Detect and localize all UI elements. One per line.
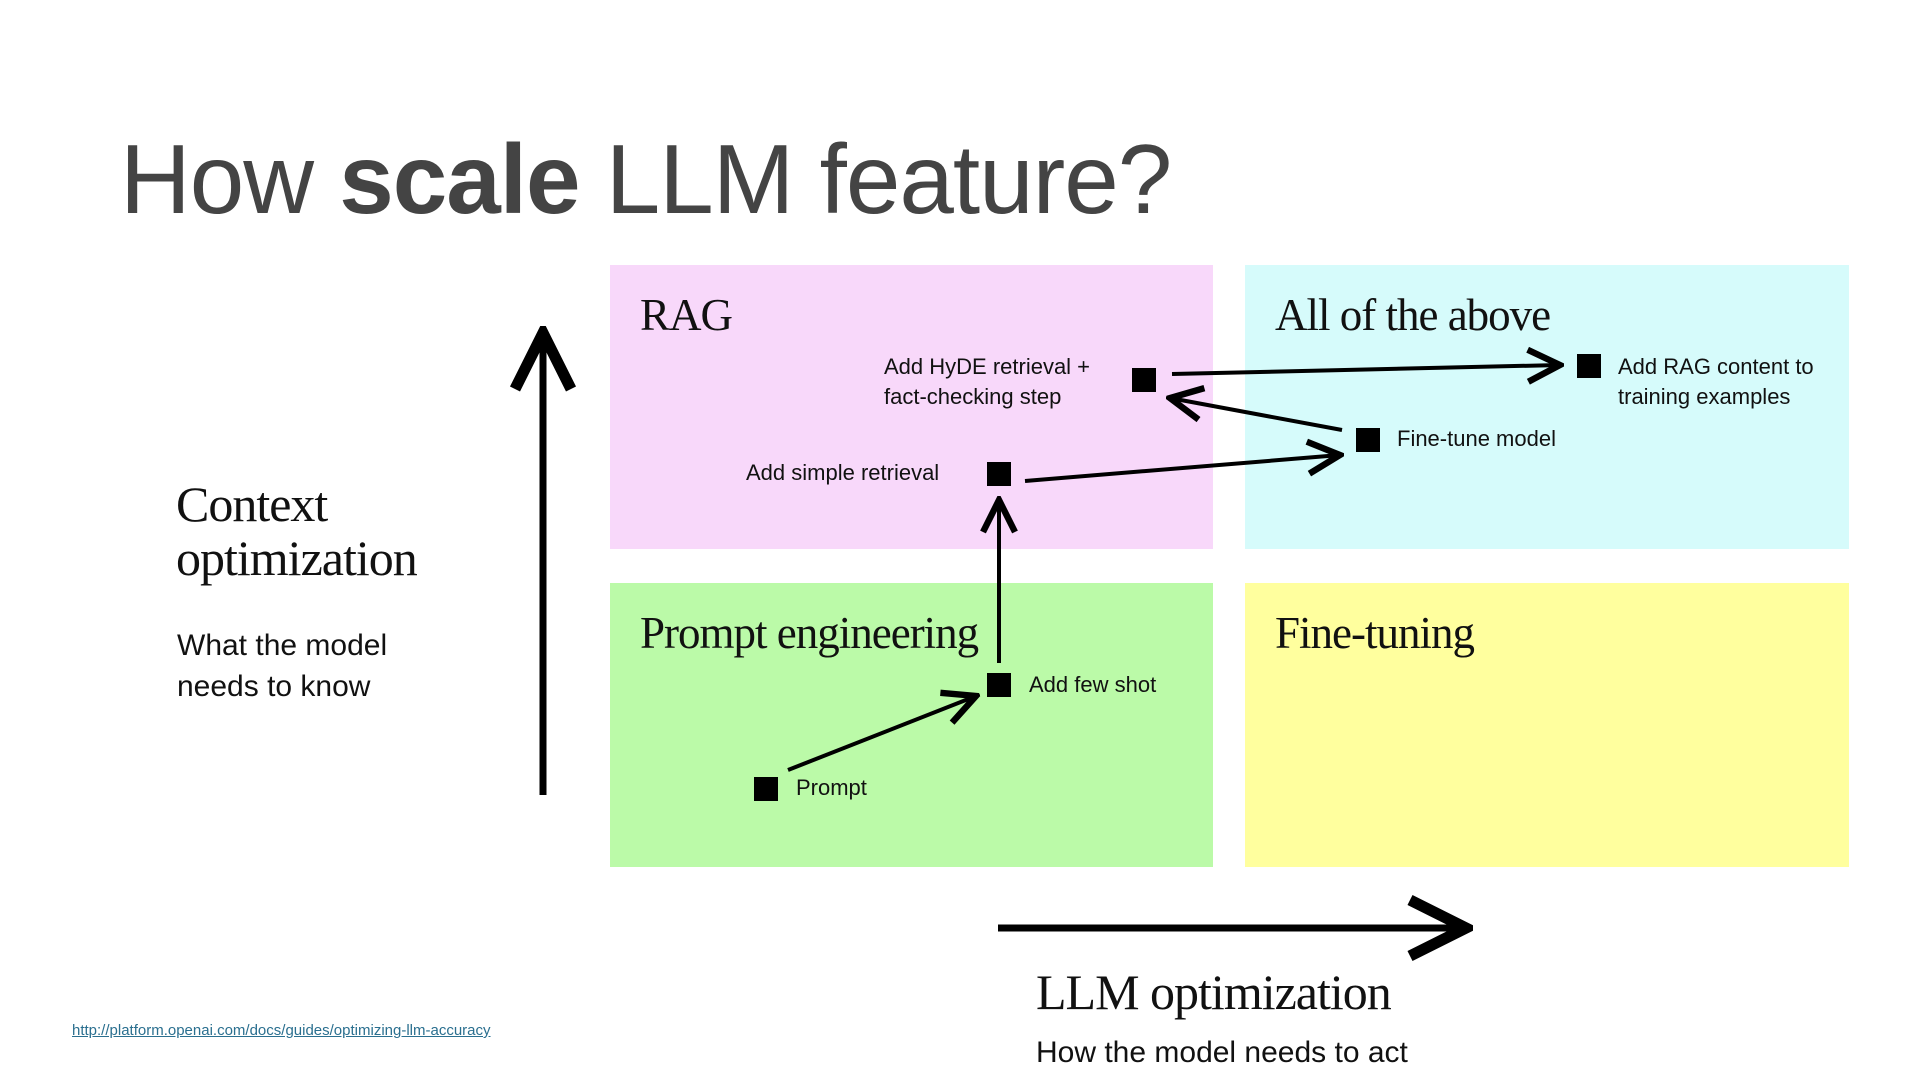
- node-prompt-marker: [754, 777, 778, 801]
- node-hyde-line2: fact-checking step: [884, 384, 1062, 410]
- node-hyde-line1: Add HyDE retrieval +: [884, 354, 1091, 379]
- y-axis-sub-line1: What the model: [177, 629, 388, 662]
- node-simple-retrieval-label: Add simple retrieval: [746, 460, 940, 485]
- node-rag-content-label: Add RAG content to training examples: [1618, 352, 1814, 413]
- x-axis-subtitle: How the model needs to act: [1036, 1036, 1408, 1069]
- y-axis-subtitle: What the model needs to know: [177, 626, 387, 707]
- node-rag-content-marker: [1577, 354, 1601, 378]
- node-hyde-label: Add HyDE retrieval + fact-checking step: [884, 352, 1090, 413]
- y-axis-title-line1: Context: [176, 476, 328, 532]
- node-rag-content-line1: Add RAG content to: [1618, 354, 1814, 379]
- title-post: LLM feature?: [579, 124, 1172, 234]
- quadrant-prompt-engineering: Prompt engineering: [610, 583, 1213, 867]
- quadrant-rag-label: RAG: [640, 290, 733, 340]
- node-simple-retrieval-marker: [987, 462, 1011, 486]
- slide-title: How scale LLM feature?: [120, 130, 1172, 228]
- node-hyde-marker: [1132, 368, 1156, 392]
- quadrant-fine-tuning: Fine-tuning: [1245, 583, 1849, 867]
- quadrant-finetuning-label: Fine-tuning: [1275, 608, 1475, 658]
- node-finetune-model-marker: [1356, 428, 1380, 452]
- node-few-shot-label: Add few shot: [1029, 672, 1157, 697]
- y-axis-title-line2: optimization: [176, 530, 418, 586]
- source-link[interactable]: http://platform.openai.com/docs/guides/o…: [72, 1022, 491, 1039]
- node-prompt-label: Prompt: [796, 775, 867, 800]
- quadrant-all-of-the-above: All of the above: [1245, 265, 1849, 549]
- quadrant-all-label: All of the above: [1275, 290, 1551, 340]
- title-pre: How: [120, 124, 340, 234]
- quadrant-rag: RAG: [610, 265, 1213, 549]
- title-bold: scale: [339, 124, 580, 234]
- y-axis-title: Context optimization: [176, 476, 418, 586]
- quadrant-prompt-label: Prompt engineering: [640, 608, 979, 658]
- node-finetune-model-label: Fine-tune model: [1397, 426, 1556, 451]
- node-rag-content-line2: training examples: [1618, 384, 1791, 410]
- x-axis-title: LLM optimization: [1036, 964, 1392, 1020]
- node-few-shot-marker: [987, 673, 1011, 697]
- y-axis-sub-line2: needs to know: [177, 669, 371, 703]
